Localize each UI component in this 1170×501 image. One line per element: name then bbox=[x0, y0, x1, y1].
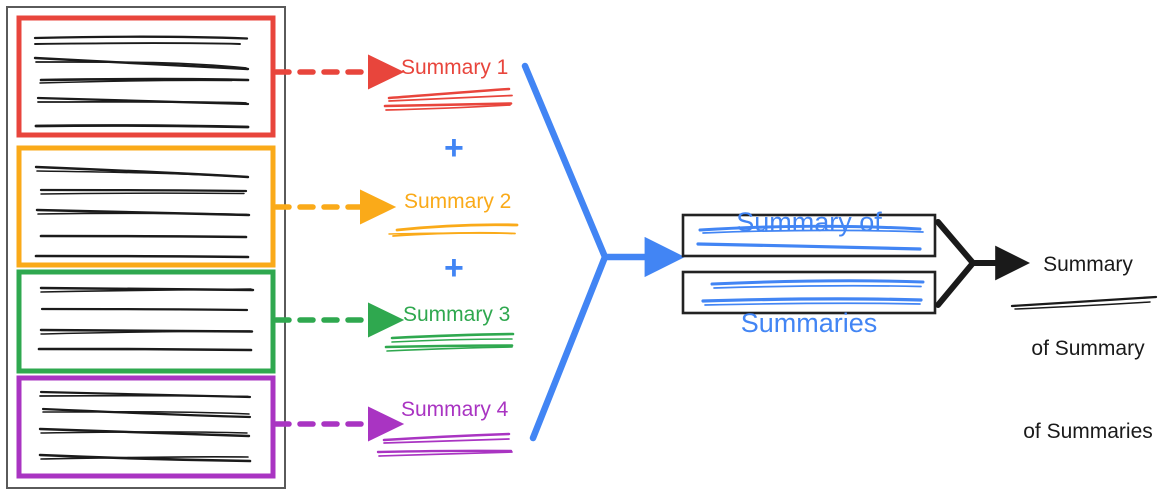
summary-of-summaries-title-line-2: Summaries bbox=[740, 307, 878, 338]
sos-box-1-lines bbox=[696, 224, 924, 251]
sos-box-2[interactable] bbox=[681, 270, 937, 315]
chunk-1[interactable] bbox=[16, 15, 276, 138]
summary-2-label: Summary 2 bbox=[404, 190, 512, 213]
final-output-line-1: Summary bbox=[1043, 253, 1133, 277]
summary-4-squiggle bbox=[376, 432, 513, 457]
chunk-2-text-lines bbox=[34, 165, 251, 259]
merge-arrow-blue bbox=[521, 62, 609, 442]
chunk-2[interactable] bbox=[16, 145, 276, 268]
final-output-squiggle bbox=[1010, 295, 1158, 310]
summary-1-squiggle bbox=[383, 87, 513, 111]
sos-box-2-lines bbox=[701, 279, 925, 306]
summary-3-label: Summary 3 bbox=[403, 303, 511, 326]
chunk-3-box bbox=[16, 269, 276, 374]
chunk-3[interactable] bbox=[16, 269, 276, 374]
summary-4-label: Summary 4 bbox=[401, 398, 509, 421]
chunk-1-box bbox=[16, 15, 276, 138]
sos-box-1[interactable] bbox=[681, 213, 937, 258]
plus-operator-1: + bbox=[444, 129, 464, 167]
summary-3-squiggle bbox=[384, 332, 515, 352]
final-output-label: Summary of Summary of Summaries bbox=[1013, 196, 1163, 501]
merge-arrow-black bbox=[935, 219, 976, 308]
summary-of-summaries-title: Summary of Summaries bbox=[700, 138, 918, 408]
final-output-line-2: of Summary bbox=[1031, 336, 1145, 360]
chunk-3-text-lines bbox=[37, 286, 255, 352]
plus-operator-2: + bbox=[444, 249, 464, 287]
summary-2-squiggle bbox=[388, 223, 519, 237]
chunk-1-text-lines bbox=[33, 35, 250, 129]
chunk-4[interactable] bbox=[16, 375, 276, 479]
chunk-2-box bbox=[16, 145, 276, 268]
final-output-line-3: of Summaries bbox=[1023, 419, 1153, 443]
summary-of-summaries-title-line-1: Summary of bbox=[736, 206, 882, 237]
chunk-4-text-lines bbox=[38, 390, 252, 463]
summary-1-label: Summary 1 bbox=[401, 56, 509, 79]
